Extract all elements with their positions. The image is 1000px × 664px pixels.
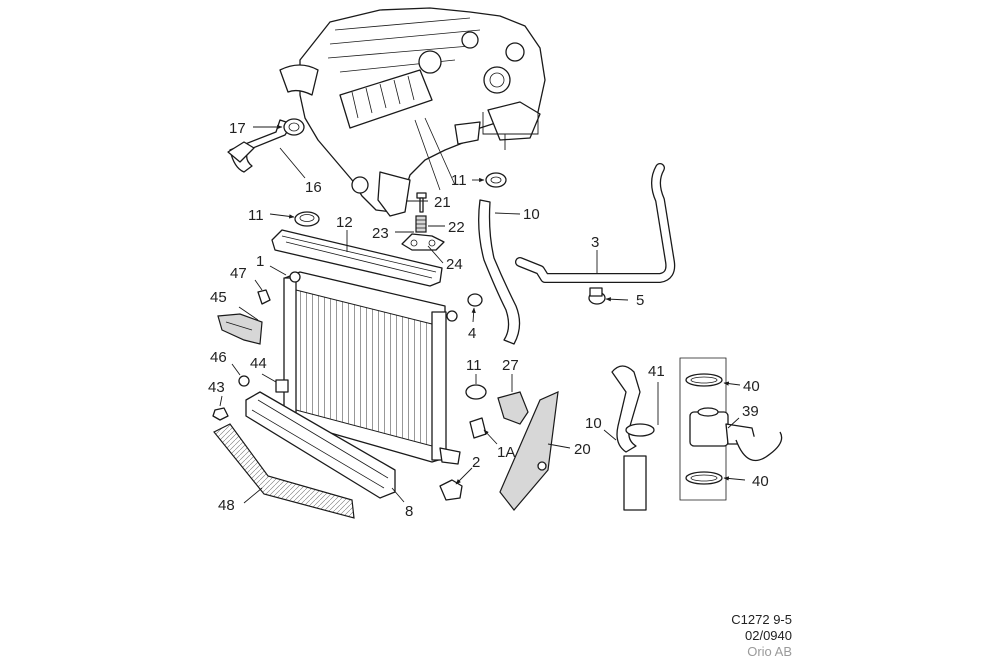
callout-12: 12 (336, 214, 353, 231)
footer-company: Orio AB (747, 644, 792, 659)
callout-27: 27 (502, 357, 519, 374)
bolt-21 (416, 192, 427, 213)
nut-43 (212, 407, 229, 421)
footer-ref: C1272 9-5 (731, 612, 792, 627)
thermostat-39 (689, 407, 783, 462)
grommet-46 (238, 375, 250, 387)
leader-lines (219, 124, 746, 504)
callout-1a: 1A (497, 444, 515, 461)
callout-41: 41 (648, 363, 665, 380)
clamp-11-engine (485, 172, 507, 188)
footer: C1272 9-5 02/0940 Orio AB (731, 612, 792, 660)
bracket-47 (257, 289, 271, 305)
footer-date: 02/0940 (745, 628, 792, 643)
hose-10-main (478, 199, 521, 345)
bracket-48 (213, 423, 355, 519)
radiator-1 (283, 271, 461, 465)
callout-43: 43 (208, 379, 225, 396)
clamp-41 (625, 423, 655, 437)
callout-23: 23 (372, 225, 389, 242)
callout-40: 40 (752, 473, 769, 490)
engine-illustration (279, 7, 546, 217)
bracket-24 (401, 233, 445, 251)
callout-17: 17 (229, 120, 246, 137)
callout-22: 22 (448, 219, 465, 236)
callout-11: 11 (451, 172, 467, 189)
callout-24: 24 (446, 256, 463, 273)
mount-2 (439, 479, 463, 501)
callout-11: 11 (248, 207, 264, 224)
bracket-27 (497, 391, 529, 425)
clamp-4 (467, 293, 483, 307)
callout-11: 11 (466, 357, 482, 374)
callout-8: 8 (405, 503, 413, 520)
clamp-5 (588, 287, 606, 305)
clamp-11-upper-left (294, 211, 320, 227)
callout-10: 10 (523, 206, 540, 223)
clamp-17 (283, 118, 305, 136)
upper-hose-16 (227, 119, 293, 173)
callout-39: 39 (742, 403, 759, 420)
air-guide-45 (217, 313, 263, 345)
callout-2: 2 (472, 454, 480, 471)
upper-member-12 (271, 229, 443, 287)
pipe-3 (515, 163, 676, 283)
clamp-40-bottom (685, 471, 723, 485)
clamp-11-lower (465, 384, 487, 400)
callout-44: 44 (250, 355, 267, 372)
callout-10: 10 (585, 415, 602, 432)
callout-3: 3 (591, 234, 599, 251)
callout-1: 1 (256, 253, 264, 270)
inset-hose-10 (611, 365, 647, 511)
callout-45: 45 (210, 289, 227, 306)
callout-48: 48 (218, 497, 235, 514)
callout-5: 5 (636, 292, 644, 309)
air-guide-20 (499, 391, 559, 511)
callout-4: 4 (468, 325, 476, 342)
clamp-40-top (685, 373, 723, 387)
callout-labels: 17 16 11 21 10 3 11 12 23 22 24 47 1 45 … (208, 120, 769, 520)
callout-40: 40 (743, 378, 760, 395)
callout-20: 20 (574, 441, 591, 458)
callout-16: 16 (305, 179, 322, 196)
spring-22 (415, 215, 427, 233)
clip-44 (275, 379, 289, 393)
callout-47: 47 (230, 265, 247, 282)
outline-box (679, 357, 727, 501)
callout-46: 46 (210, 349, 227, 366)
drain-plug-1a (469, 417, 487, 439)
callout-21: 21 (434, 194, 451, 211)
